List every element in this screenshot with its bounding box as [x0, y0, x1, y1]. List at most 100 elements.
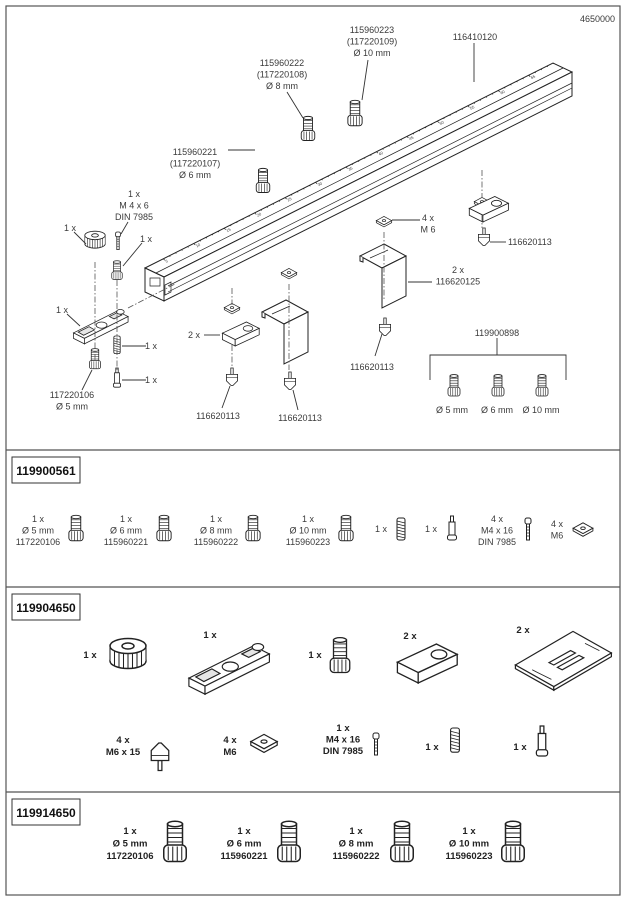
- kit-item-label: Ø 6 mm: [110, 526, 142, 536]
- callout-116620113: 116620113: [508, 237, 552, 247]
- cap-icon: [329, 637, 351, 674]
- callout-cap-qty: 1 x: [140, 234, 153, 244]
- callout-115960221: (117220107): [170, 159, 220, 169]
- callout-spring-qty: 1 x: [145, 341, 158, 351]
- block-icon: [468, 196, 509, 223]
- pin-icon: [447, 515, 457, 541]
- block-icon: [396, 643, 458, 684]
- kit-item-label: 1 x: [349, 826, 363, 837]
- set-part-number: 119900898: [475, 328, 519, 338]
- nut-icon: [280, 268, 298, 280]
- kit-item-label: 1 x: [375, 524, 388, 534]
- rail-scale-mark: 25: [286, 196, 293, 203]
- kit-119914650: [11, 798, 525, 863]
- cap-screw-6mm-icon: [156, 514, 172, 542]
- cap-screw-10mm-icon: [347, 99, 363, 127]
- cap-screw-10mm-icon: [338, 514, 354, 542]
- rail-scale-mark: 20: [256, 211, 263, 218]
- kit-item-label: 4 x: [116, 735, 130, 746]
- kit-part-number: 119900561: [16, 464, 76, 478]
- callout-115960223: 115960223: [350, 25, 394, 35]
- document-number: 4650000: [580, 14, 615, 24]
- cap-screw-6mm-icon: [255, 167, 271, 193]
- rail-scale-mark: 30: [317, 180, 324, 187]
- cap-icon: [111, 260, 123, 280]
- foot-icon: [477, 227, 491, 247]
- set-item-label: Ø 5 mm: [436, 405, 468, 415]
- kit-part-number: 119904650: [16, 601, 76, 615]
- rail-scale-mark: 65: [530, 73, 537, 80]
- rail-scale-mark: 55: [469, 104, 476, 111]
- callout-116620125: 116620125: [436, 277, 480, 287]
- kit-item-label: 115960221: [104, 537, 148, 547]
- kit-title-box: [11, 798, 81, 826]
- kit-item-label: Ø 5 mm: [22, 526, 54, 536]
- spring-icon: [450, 727, 460, 753]
- callout-115960222: Ø 8 mm: [266, 81, 298, 91]
- nut-m6-icon: [572, 522, 594, 537]
- cap-screw-5mm-icon: [68, 514, 84, 542]
- nut-m6-icon: [250, 733, 278, 754]
- kit-item-label: 117220106: [16, 537, 60, 547]
- kit-item-label: 1 x: [336, 723, 350, 734]
- kit-item-label: 115960223: [286, 537, 330, 547]
- callout-slider-qty: 1 x: [56, 305, 69, 315]
- rail-scale-mark: 35: [347, 165, 354, 172]
- kit-item-label: 2 x: [403, 631, 417, 642]
- cap-screw-6mm-icon: [277, 820, 301, 863]
- pin-icon: [535, 725, 549, 757]
- kit-item-label: 1 x: [32, 514, 45, 524]
- plate-icon: [514, 630, 613, 691]
- kit-item-label: DIN 7985: [478, 537, 516, 547]
- kit-item-label: M6 x 15: [106, 747, 141, 758]
- screw-m4x16-icon: [372, 732, 380, 756]
- callout-116620113: 116620113: [350, 362, 394, 372]
- rail-scale-mark: 10: [195, 242, 202, 249]
- callout-115960223: (117220109): [347, 37, 397, 47]
- cap-screw-8mm-icon: [390, 820, 414, 863]
- kit-item-label: Ø 8 mm: [339, 839, 374, 850]
- kit-item-label: 115960222: [332, 851, 379, 862]
- callout-116620125: 2 x: [452, 265, 465, 275]
- set-item-label: Ø 6 mm: [481, 405, 513, 415]
- callout-116410120: 116410120: [453, 32, 497, 42]
- rail-scale-mark: 60: [499, 89, 506, 96]
- kit-title-box: [11, 593, 81, 621]
- screw-m4x16-icon: [524, 517, 532, 541]
- callout-116620113: 116620113: [278, 413, 322, 423]
- callout-115960221: 115960221: [173, 147, 217, 157]
- callout-117220106: Ø 5 mm: [56, 402, 88, 412]
- kit-item-label: Ø 6 mm: [227, 839, 262, 850]
- rail-scale-mark: 50: [438, 119, 445, 126]
- kit-item-label: 1 x: [302, 514, 315, 524]
- set-bracket: [429, 338, 567, 380]
- kit-item-label: 1 x: [83, 650, 97, 661]
- kit-part-number: 119914650: [16, 806, 76, 820]
- rail-scale-mark: 15: [225, 226, 232, 233]
- cap-screw-8mm-icon: [300, 115, 316, 141]
- nut-icon: [375, 216, 393, 228]
- kit-title-box: [11, 456, 81, 484]
- labels: 115960223(117220109)Ø 10 mm1164101201159…: [16, 25, 564, 862]
- foot-icon: [378, 317, 392, 337]
- kit-119900561: [11, 456, 594, 542]
- set-item-label: Ø 10 mm: [522, 405, 559, 415]
- kit-item-label: Ø 8 mm: [200, 526, 232, 536]
- cap-screw-5mm-icon: [163, 820, 187, 863]
- kit-item-label: M4 x 16: [326, 735, 360, 746]
- cap-screw-5mm-icon: [447, 374, 461, 397]
- kit-item-label: Ø 5 mm: [113, 839, 148, 850]
- kit-item-label: Ø 10 mm: [289, 526, 326, 536]
- thumb-screw-m6x15-icon: [150, 742, 170, 772]
- kit-item-label: 115960221: [220, 851, 268, 862]
- kit-item-label: DIN 7985: [323, 746, 364, 757]
- kit-item-label: 1 x: [120, 514, 133, 524]
- callout-screw-m4x6: DIN 7985: [115, 212, 153, 222]
- kit-item-label: 4 x: [551, 519, 564, 529]
- rail-scale-mark: 45: [408, 134, 415, 141]
- kit-119904650: [11, 593, 613, 772]
- callout-115960223: Ø 10 mm: [353, 48, 390, 58]
- rail-scale-mark: 40: [378, 150, 385, 157]
